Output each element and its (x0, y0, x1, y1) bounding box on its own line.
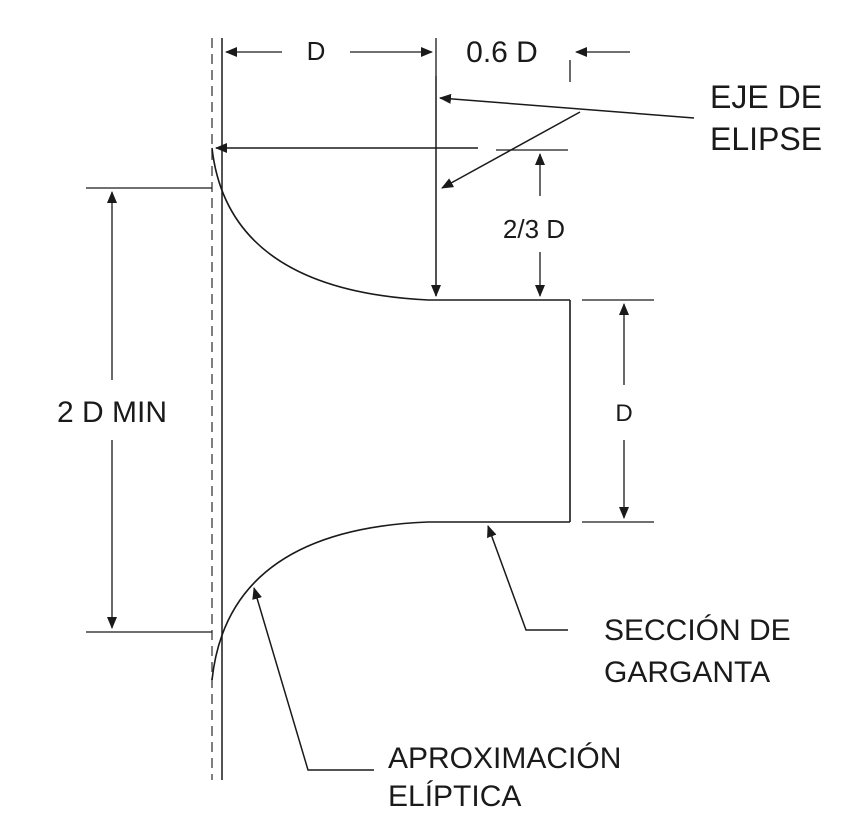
label-elliptic-line1: APROXIMACIÓN (388, 742, 621, 775)
axis-leader-2 (441, 111, 581, 189)
label-23d: 2/3 D (503, 214, 565, 244)
label-d-top: D (307, 36, 326, 66)
label-throat-line2: GARGANTA (604, 656, 770, 689)
label-axis-line2: ELIPSE (710, 121, 822, 157)
upper-elliptic-curve (211, 147, 429, 301)
throat-leader (487, 525, 568, 631)
elliptic-leader (252, 587, 374, 771)
axis-leader-1 (439, 93, 695, 119)
label-elliptic-line2: ELÍPTICA (388, 780, 521, 813)
label-throat-line1: SECCIÓN DE (604, 614, 791, 647)
label-06d: 0.6 D (466, 36, 538, 69)
lower-elliptic-curve (211, 521, 429, 681)
label-d-throat: D (615, 400, 632, 427)
label-2dmin: 2 D MIN (57, 396, 167, 429)
label-axis-line1: EJE DE (710, 79, 822, 115)
